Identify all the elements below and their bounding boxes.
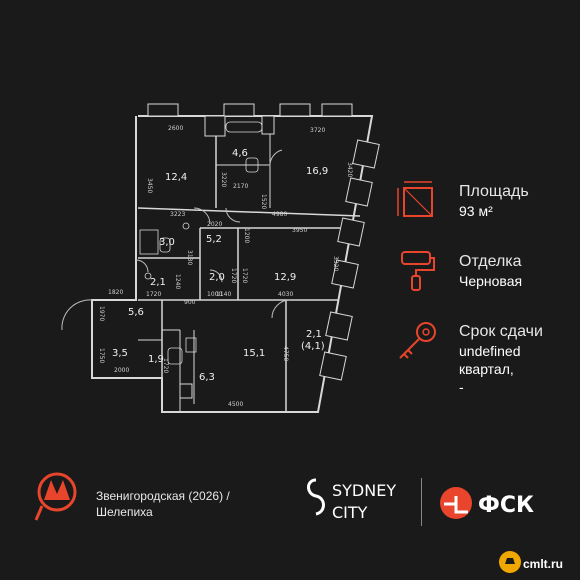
dimension-label: 3720: [310, 127, 325, 134]
dimension-label: 1200: [243, 228, 250, 243]
dimension-label: 1720: [162, 358, 169, 373]
footer-divider: [421, 478, 422, 526]
area-title: Площадь: [459, 183, 529, 200]
fsk-text: ФСК: [478, 493, 534, 518]
dimension-label: 900: [184, 299, 196, 306]
finish-title: Отделка: [459, 253, 522, 270]
sydney-text: SYDNEY: [332, 481, 396, 500]
metro-icon: [34, 472, 77, 521]
room-label: 12,9: [274, 272, 296, 283]
dimension-label: 3223: [170, 211, 185, 218]
key-icon: [399, 322, 436, 359]
dimension-label: 2600: [168, 125, 183, 132]
dimension-label: 1970: [98, 306, 105, 321]
room-label: 3,0: [159, 237, 175, 248]
dimension-label: 2020: [207, 221, 222, 228]
dimension-label: 1720: [241, 268, 248, 283]
dimension-label: 1720: [146, 291, 161, 298]
dimension-label: 3220: [220, 172, 227, 187]
dimension-label: 3420: [346, 162, 353, 177]
room-label: 2,0: [209, 272, 225, 283]
room-label: 15,1: [243, 348, 265, 359]
dimension-label: 1820: [108, 289, 123, 296]
room-label: 5,2: [206, 234, 222, 245]
dimension-label: 3950: [292, 227, 307, 234]
dimension-label: 2170: [233, 183, 248, 190]
dimension-label: 1520: [260, 194, 267, 209]
deadline-value-line3: -: [459, 379, 464, 395]
deadline-title: Срок сдачи: [459, 323, 543, 340]
watermark-badge: [499, 551, 521, 573]
watermark-text: cmlt.ru: [523, 557, 564, 571]
dimension-label: 2000: [114, 367, 129, 374]
area-row: Площадь 93 м²: [396, 178, 576, 248]
dimension-label: 3130: [186, 250, 193, 265]
area-value: 93 м²: [459, 203, 493, 219]
room-label: 4,6: [232, 148, 248, 159]
metro-line1: Звенигородская (2026) /: [96, 489, 230, 503]
dimension-label: 3450: [146, 178, 153, 193]
dimension-label: 1140: [216, 291, 231, 298]
dimension-label: 3320: [332, 256, 339, 271]
dimension-label: 4500: [228, 401, 243, 408]
fsk-logo-icon: ФСК: [440, 487, 534, 519]
dimension-label: 1750: [98, 348, 105, 363]
room-label: (4,1): [301, 341, 325, 352]
dimension-label: 4030: [278, 291, 293, 298]
outer-wall: [91, 115, 374, 413]
sydney-city-logo: SYDNEY CITY: [307, 478, 396, 522]
paint-roller-icon: [401, 251, 435, 291]
room-label: 6,3: [199, 372, 215, 383]
metro-station-text: Звенигородская (2026) / Шелепиха: [96, 488, 296, 520]
deadline-value-line2: квартал,: [459, 361, 514, 377]
dimension-label: 1720: [230, 268, 237, 283]
deadline-row: Срок сдачи undefined квартал, -: [396, 318, 576, 395]
city-text: CITY: [332, 503, 368, 522]
area-icon: [397, 181, 433, 217]
apartment-info-panel: Площадь 93 м² Отделка Черновая Срок сдач…: [396, 178, 576, 395]
room-label: 2,1: [306, 329, 322, 340]
deadline-value-line1: undefined: [459, 343, 521, 359]
finish-row: Отделка Черновая: [396, 248, 576, 318]
dimension-label: 4750: [282, 346, 289, 361]
room-label: 1,9: [148, 354, 164, 365]
room-label: 16,9: [306, 166, 328, 177]
room-label: 3,5: [112, 348, 128, 359]
dimension-label: 4980: [272, 211, 287, 218]
metro-line2: Шелепиха: [96, 505, 153, 519]
dimension-label: 1000: [207, 291, 222, 298]
room-label: 2,1: [150, 277, 166, 288]
room-label: 5,6: [128, 307, 144, 318]
room-label: 12,4: [165, 172, 187, 183]
dimension-label: 1240: [174, 274, 181, 289]
finish-value: Черновая: [459, 273, 523, 289]
